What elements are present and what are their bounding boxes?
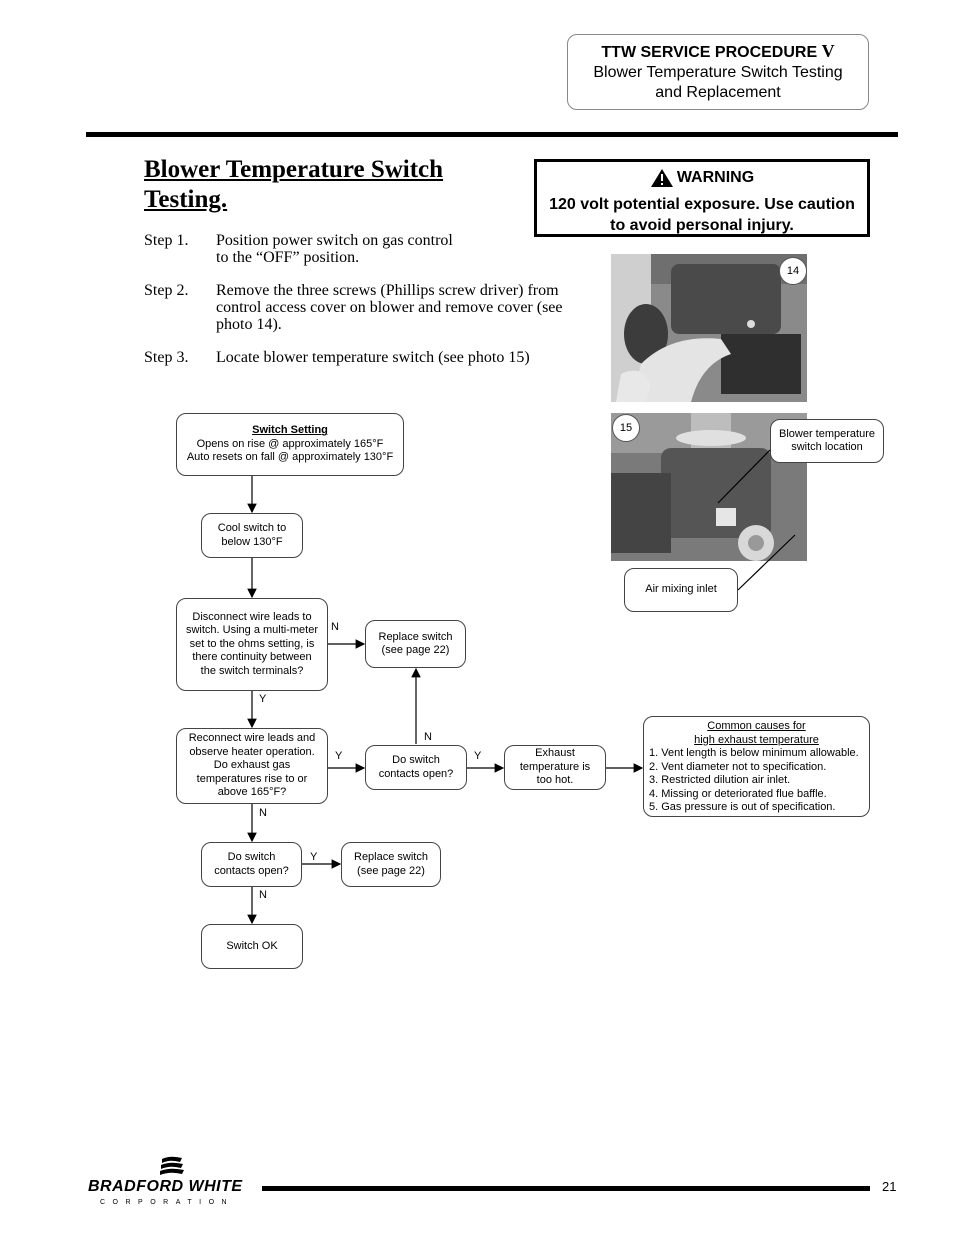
switch-setting-box: Switch Setting Opens on rise @ approxima… (176, 413, 404, 476)
branch-label: N (331, 621, 339, 633)
logo-mark-icon (160, 1156, 184, 1175)
branch-label: Y (474, 750, 482, 762)
blower-photo-illustration (611, 254, 807, 402)
section-title: Blower Temperature Switch Testing. (144, 156, 444, 213)
contacts-open-decision-low: Do switch contacts open? (201, 842, 302, 887)
photo-15-badge: 15 (612, 414, 640, 442)
logo-name: BRADFORD WHITE (88, 1178, 243, 1195)
cause-item: 3. Restricted dilution air inlet. (649, 774, 791, 786)
photo-14-badge: 14 (779, 257, 807, 285)
warning-heading: WARNING (676, 169, 755, 186)
branch-label: N (259, 889, 267, 901)
exhaust-hot-box: Exhaust temperature is too hot. (504, 745, 606, 790)
cause-item: 2. Vent diameter not to specification. (649, 760, 827, 773)
step-number: Step 3. (144, 349, 189, 366)
branch-label: Y (259, 693, 267, 705)
warning-box: WARNING 120 volt potential exposure. Use… (534, 159, 870, 237)
procedure-title: TTW SERVICE PROCEDURE (601, 44, 818, 61)
bradford-white-logo: BRADFORD WHITE CORPORATION (88, 1155, 263, 1210)
step-2: Step 2. Remove the three screws (Phillip… (144, 282, 563, 333)
contacts-open-decision-mid: Do switch contacts open? (365, 745, 467, 790)
callout-switch-location: Blower temperature switch location (770, 419, 884, 463)
footer-rule (262, 1186, 870, 1191)
logo-corporation: CORPORATION (100, 1199, 235, 1206)
step-1: Step 1. Position power switch on gas con… (144, 232, 453, 266)
cool-switch-box: Cool switch to below 130°F (201, 513, 303, 558)
step-number: Step 1. (144, 232, 189, 249)
branch-label: Y (310, 851, 318, 863)
step-number: Step 2. (144, 282, 189, 299)
replace-switch-box-low: Replace switch (see page 22) (341, 842, 441, 887)
branch-label: N (259, 807, 267, 819)
photo-14: 14 (611, 254, 807, 402)
warning-line-2: to avoid personal injury. (610, 216, 794, 234)
warning-triangle-icon (650, 168, 673, 187)
procedure-header: TTW SERVICE PROCEDURE V Blower Temperatu… (567, 34, 869, 110)
branch-label: N (424, 731, 432, 743)
cause-item: 1. Vent length is below minimum allowabl… (649, 747, 859, 759)
branch-label: Y (335, 750, 343, 762)
procedure-number: V (821, 41, 835, 61)
cause-item: 4. Missing or deteriorated flue baffle. (649, 787, 827, 800)
common-causes-box: Common causes for high exhaust temperatu… (643, 716, 870, 817)
warning-line-1: 120 volt potential exposure. Use caution (549, 195, 855, 213)
disconnect-decision-box: Disconnect wire leads to switch. Using a… (176, 598, 328, 691)
page-number: 21 (882, 1179, 897, 1194)
callout-air-inlet: Air mixing inlet (624, 568, 738, 612)
reconnect-decision-box: Reconnect wire leads and observe heater … (176, 728, 328, 804)
header-rule (86, 132, 898, 137)
cause-item: 5. Gas pressure is out of specification. (649, 801, 836, 813)
procedure-subtitle-1: Blower Temperature Switch Testing (593, 64, 843, 81)
step-3: Step 3. Locate blower temperature switch… (144, 349, 530, 366)
procedure-subtitle-2: and Replacement (655, 84, 781, 101)
replace-switch-box-top: Replace switch (see page 22) (365, 620, 466, 668)
switch-ok-box: Switch OK (201, 924, 303, 969)
